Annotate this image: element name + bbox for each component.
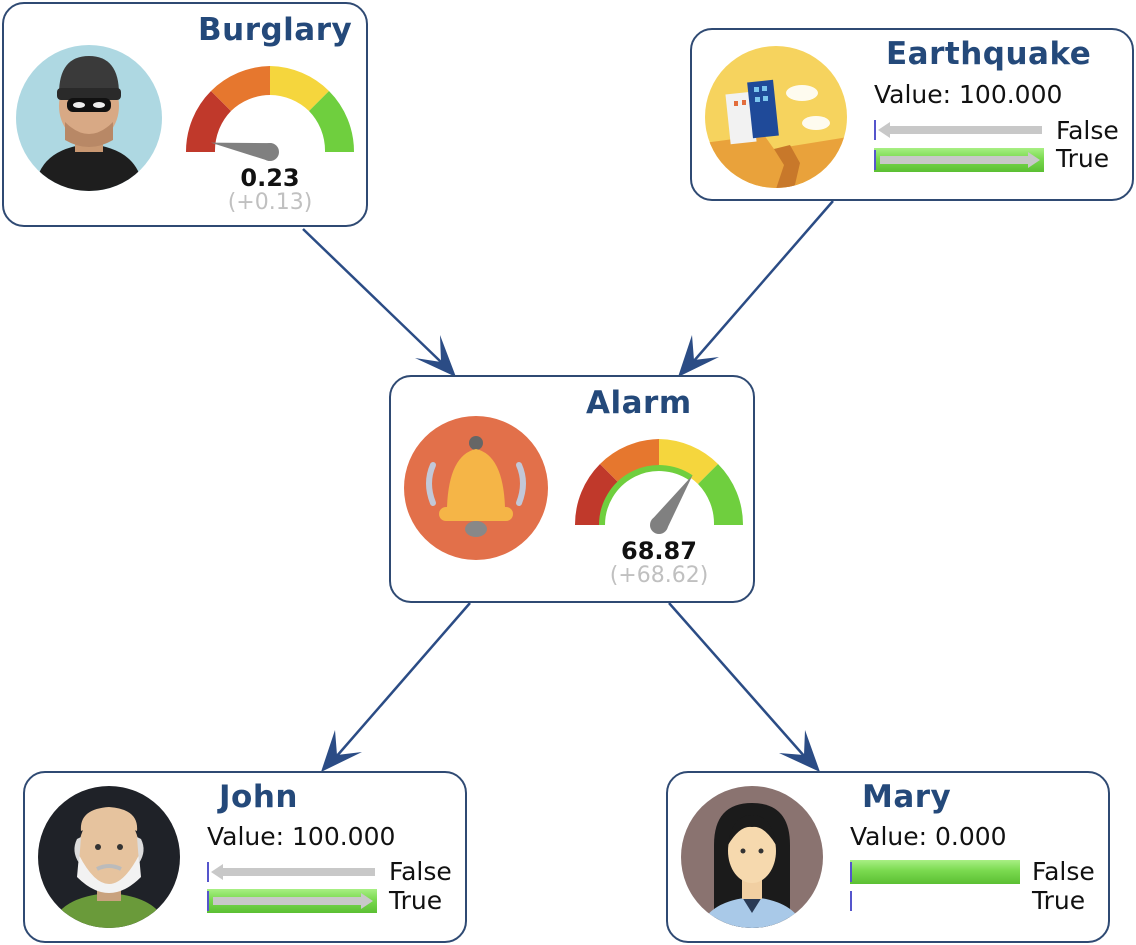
- state-label-true: True: [1056, 144, 1110, 173]
- old-man-icon: [38, 786, 180, 928]
- bell-icon: [404, 416, 548, 560]
- node-title: Earthquake: [886, 36, 1092, 72]
- bar-marker: [874, 150, 876, 170]
- state-label-false: False: [1032, 857, 1095, 886]
- change-arrow-icon: [850, 860, 1020, 884]
- gauge-delta: (+0.13): [227, 190, 313, 215]
- bar-marker: [874, 120, 876, 140]
- node-title: John: [219, 779, 298, 815]
- change-arrow-icon: [880, 152, 1040, 168]
- change-arrow-icon: [878, 122, 1042, 138]
- node-earthquake[interactable]: Earthquake Value: 100.000 False True: [690, 28, 1134, 201]
- state-bar-false: [850, 860, 1020, 884]
- state-label-true: True: [1032, 886, 1086, 915]
- edge-earthquake-alarm: [678, 200, 834, 377]
- state-bar-true: [874, 148, 1044, 172]
- bar-marker: [207, 862, 209, 882]
- state-bar-false: [874, 118, 1044, 142]
- arrowhead-icon: [779, 730, 820, 772]
- state-label-false: False: [389, 857, 452, 886]
- node-title: Mary: [862, 779, 952, 815]
- gauge-needle: [210, 142, 279, 161]
- gauge-burglary: [185, 66, 355, 161]
- earthquake-icon: [705, 46, 847, 188]
- node-mary[interactable]: Mary Value: 0.000 False True: [666, 771, 1110, 943]
- gauge-needle: [650, 475, 693, 534]
- state-bar-true: [207, 889, 377, 913]
- node-title: Alarm: [586, 385, 692, 421]
- node-value-text: Value: 100.000: [207, 822, 396, 851]
- node-burglary[interactable]: Burglary 0.23 (+0.13): [2, 2, 368, 227]
- node-value-text: Value: 100.000: [874, 80, 1063, 109]
- change-arrow-icon: [213, 893, 373, 909]
- change-arrow-icon: [211, 864, 375, 880]
- bar-marker: [850, 862, 852, 882]
- bar-marker: [207, 891, 209, 911]
- change-arrow-icon: [850, 889, 1020, 913]
- edge-burglary-alarm: [302, 228, 456, 377]
- gauge-value: 0.23: [240, 164, 300, 192]
- edge-alarm-john: [321, 602, 471, 772]
- woman-icon: [681, 786, 823, 928]
- gauge-delta: (+68.62): [609, 563, 709, 588]
- gauge-progress-arc: [599, 465, 693, 526]
- node-value-text: Value: 0.000: [850, 822, 1007, 851]
- state-label-true: True: [389, 886, 443, 915]
- node-alarm[interactable]: Alarm 68.87 (+68.62): [389, 375, 755, 603]
- arrowhead-icon: [678, 335, 719, 377]
- state-bar-true: [850, 889, 1020, 913]
- state-bar-false: [207, 860, 377, 884]
- bar-marker: [850, 891, 852, 911]
- node-john[interactable]: John Value: 100.000 False True: [23, 771, 467, 943]
- burglar-icon: [16, 45, 162, 191]
- node-title: Burglary: [198, 12, 353, 48]
- arrowhead-icon: [415, 335, 456, 377]
- edge-alarm-mary: [668, 602, 820, 772]
- gauge-alarm: [574, 439, 744, 534]
- state-label-false: False: [1056, 116, 1119, 145]
- arrowhead-icon: [321, 730, 362, 772]
- gauge-value: 68.87: [621, 537, 697, 565]
